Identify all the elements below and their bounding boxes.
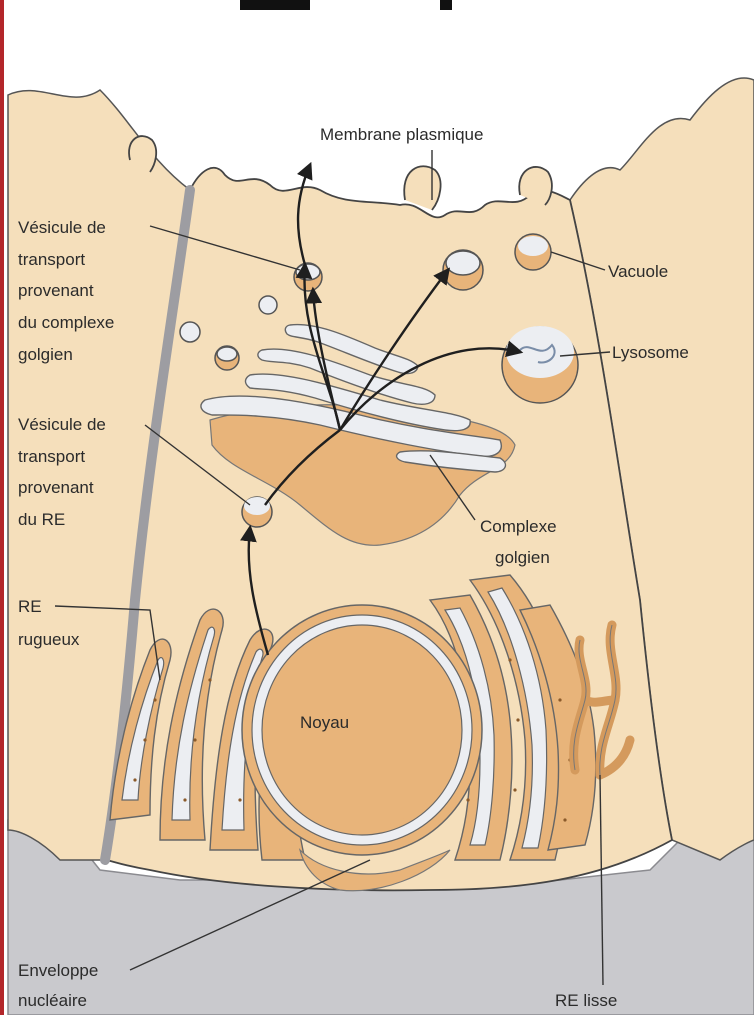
svg-text:rugueux: rugueux [18, 630, 80, 649]
svg-text:transport: transport [18, 250, 85, 269]
svg-text:nucléaire: nucléaire [18, 991, 87, 1010]
svg-text:Enveloppe: Enveloppe [18, 961, 98, 980]
title-fragment [240, 0, 310, 10]
svg-text:du RE: du RE [18, 510, 65, 529]
svg-text:Vésicule de: Vésicule de [18, 415, 106, 434]
svg-text:RE: RE [18, 597, 42, 616]
svg-text:Vésicule de: Vésicule de [18, 218, 106, 237]
label-smooth-er: RE lisse [555, 991, 617, 1010]
nucleus [265, 628, 459, 828]
svg-text:Complexe: Complexe [480, 517, 557, 536]
label-nucleus: Noyau [300, 713, 349, 732]
svg-text:golgien: golgien [495, 548, 550, 567]
svg-text:transport: transport [18, 447, 85, 466]
svg-text:provenant: provenant [18, 478, 94, 497]
label-lysosome: Lysosome [612, 343, 689, 362]
lysosome [502, 326, 578, 403]
label-vacuole: Vacuole [608, 262, 668, 281]
label-membrane: Membrane plasmique [320, 125, 483, 144]
title-fragment-2 [440, 0, 452, 10]
svg-text:golgien: golgien [18, 345, 73, 364]
svg-text:provenant: provenant [18, 281, 94, 300]
vacuole [515, 234, 551, 270]
svg-text:du complexe: du complexe [18, 313, 114, 332]
